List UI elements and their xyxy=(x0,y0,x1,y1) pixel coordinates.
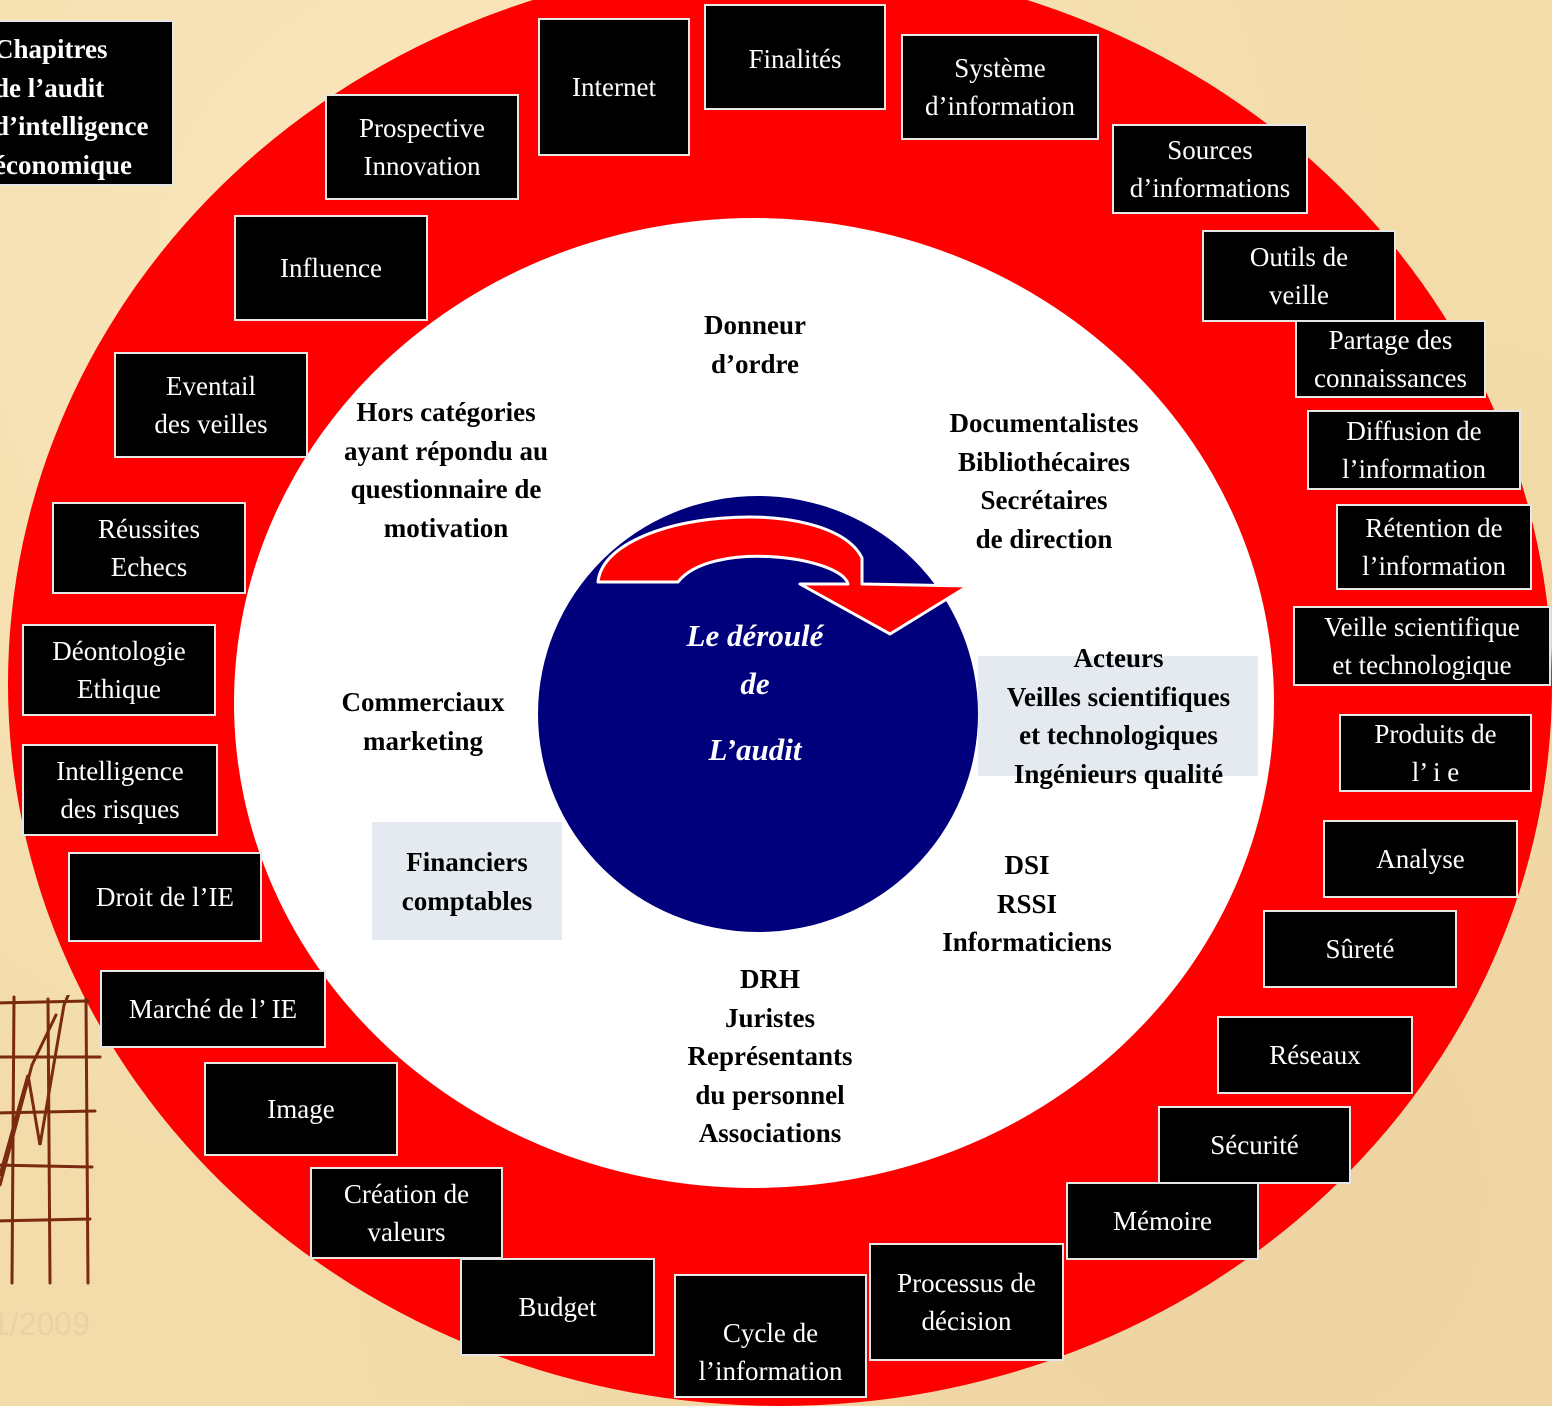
chapter-intelligence-risques: Intelligence des risques xyxy=(22,744,218,836)
chapter-reseaux: Réseaux xyxy=(1217,1016,1413,1094)
chapter-creation-valeurs: Création de valeurs xyxy=(310,1167,503,1259)
actor-documentalistes: Documentalistes Bibliothécaires Secrétai… xyxy=(949,408,1139,554)
chapter-sources-informations: Sources d’informations xyxy=(1112,124,1308,214)
actor-drh: DRH Juristes Représentants du personnel … xyxy=(687,964,853,1148)
chapter-budget: Budget xyxy=(460,1258,655,1356)
chapter-image: Image xyxy=(204,1062,398,1156)
chapter-analyse: Analyse xyxy=(1323,820,1518,898)
chapter-reussites-echecs: Réussites Echecs xyxy=(52,502,246,594)
chapter-processus-decision: Processus de décision xyxy=(869,1243,1064,1361)
chapter-eventail-veilles: Eventail des veilles xyxy=(114,352,308,458)
center-title-line1: Le déroulé xyxy=(686,618,824,653)
actor-financiers: Financiers comptables xyxy=(401,847,533,916)
date-footer: 1/2009 xyxy=(0,1306,90,1342)
actor-hors-categories: Hors catégories ayant répondu au questio… xyxy=(343,397,549,543)
actor-dsi: DSI RSSI Informaticiens xyxy=(942,850,1112,957)
chapter-cycle-information: Cycle de l’information xyxy=(674,1274,867,1398)
chapter-droit-ie: Droit de l’IE xyxy=(68,852,262,942)
actor-acteurs: Acteurs Veilles scientifiques et technol… xyxy=(1006,643,1231,789)
highlight-acteurs xyxy=(978,656,1258,776)
chapter-securite: Sécurité xyxy=(1158,1106,1351,1184)
chapter-surete: Sûreté xyxy=(1263,910,1457,988)
actor-donneur: Donneur d’ordre xyxy=(703,310,806,379)
chapter-finalites: Finalités xyxy=(704,4,886,110)
curved-arrow-icon xyxy=(596,515,970,636)
center-title-line2: de xyxy=(740,666,770,701)
chapter-marche-ie: Marché de l’ IE xyxy=(100,970,326,1048)
corner-title-box: Chapitres de l’audit d’intelligence écon… xyxy=(0,20,174,186)
center-title-line3: L’audit xyxy=(708,732,802,767)
chapter-produits-ie: Produits de l’ i e xyxy=(1339,714,1532,792)
chapter-retention-information: Rétention de l’information xyxy=(1336,504,1532,590)
chapter-deontologie: Déontologie Ethique xyxy=(22,624,216,716)
actor-commerciaux: Commerciaux marketing xyxy=(341,687,505,756)
chapter-influence: Influence xyxy=(234,215,428,321)
chapter-veille-scientifique: Veille scientifique et technologique xyxy=(1293,606,1551,686)
hand-drawn-grid-icon xyxy=(0,995,102,1285)
chapter-prospective-innovation: Prospective Innovation xyxy=(325,94,519,200)
chapter-outils-veille: Outils de veille xyxy=(1202,230,1396,322)
highlight-financiers xyxy=(372,822,562,940)
chapter-partage-connaissances: Partage des connaissances xyxy=(1295,320,1486,398)
chapter-memoire: Mémoire xyxy=(1066,1182,1259,1260)
chapter-diffusion-information: Diffusion de l’information xyxy=(1307,410,1521,490)
chapter-internet: Internet xyxy=(538,18,690,156)
center-title: Le déroulé de L’audit xyxy=(620,612,890,774)
chapter-systeme-information: Système d’information xyxy=(901,34,1099,140)
